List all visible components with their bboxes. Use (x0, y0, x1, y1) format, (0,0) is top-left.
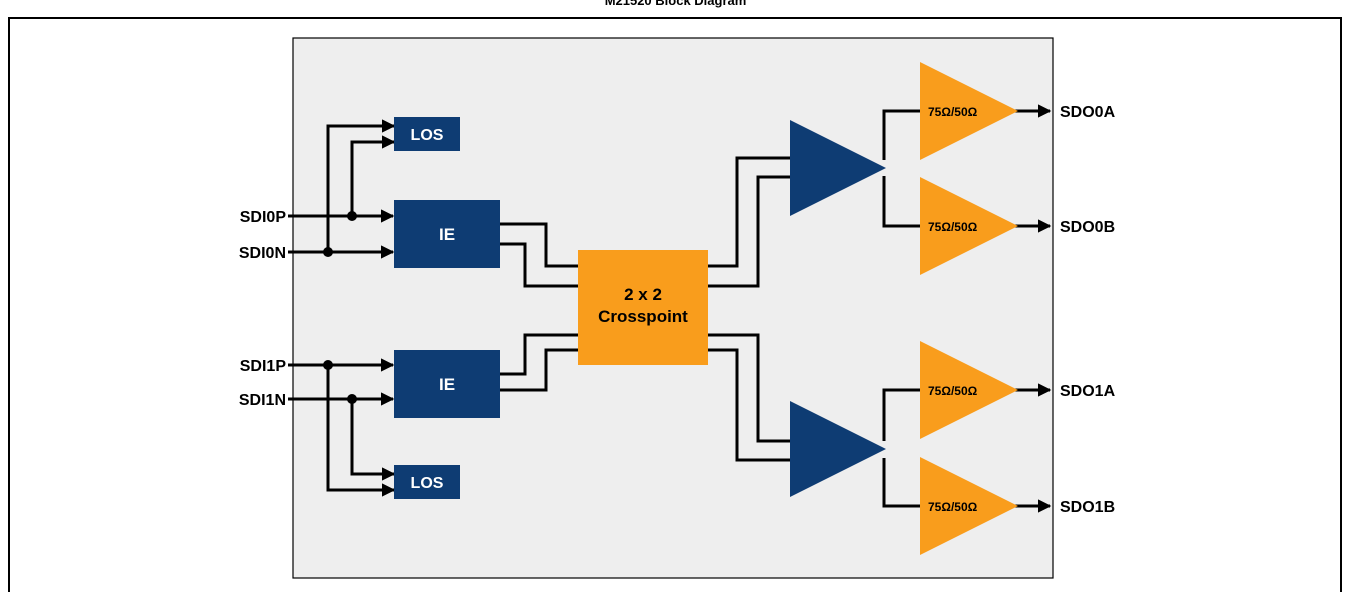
ie-block-0: IE (394, 200, 500, 268)
driver-sdo1b: 75Ω/50Ω (920, 457, 1018, 555)
ie-to-crosspoint-wiring (500, 222, 580, 392)
driver-label: 75Ω/50Ω (928, 500, 978, 514)
crosspoint-line1: 2 x 2 (624, 285, 662, 304)
ie-label: IE (439, 375, 455, 394)
driver-label: 75Ω/50Ω (928, 105, 978, 119)
input-wiring (288, 119, 396, 497)
pin-sdo0b: SDO0B (1060, 219, 1115, 236)
ie-label: IE (439, 225, 455, 244)
los-block-bottom: LOS (394, 465, 460, 499)
buffer-triangle-1 (790, 401, 886, 497)
driver-sdo0a: 75Ω/50Ω (920, 62, 1018, 160)
los-label: LOS (411, 475, 444, 492)
los-label: LOS (411, 127, 444, 144)
pin-sdo0a: SDO0A (1060, 104, 1116, 121)
ie-block-1: IE (394, 350, 500, 418)
crosspoint-line2: Crosspoint (598, 307, 688, 326)
pin-sdo1b: SDO1B (1060, 499, 1115, 516)
pin-sdi1n: SDI1N (239, 392, 286, 409)
crosspoint-block: 2 x 2 Crosspoint (578, 250, 708, 365)
pin-sdo1a: SDO1A (1060, 383, 1116, 400)
crosspoint-to-buffer-wiring (707, 156, 792, 462)
pin-sdi0n: SDI0N (239, 245, 286, 262)
output-wiring (1014, 104, 1052, 513)
diagram-title: M21520 Block Diagram (604, 0, 747, 8)
driver-label: 75Ω/50Ω (928, 220, 978, 234)
buffer-triangle-0 (790, 120, 886, 216)
driver-sdo0b: 75Ω/50Ω (920, 177, 1018, 275)
pin-sdi0p: SDI0P (240, 209, 287, 226)
buffer-to-driver-wiring (882, 109, 922, 508)
pin-sdi1p: SDI1P (240, 358, 287, 375)
driver-sdo1a: 75Ω/50Ω (920, 341, 1018, 439)
los-block-top: LOS (394, 117, 460, 151)
driver-label: 75Ω/50Ω (928, 384, 978, 398)
